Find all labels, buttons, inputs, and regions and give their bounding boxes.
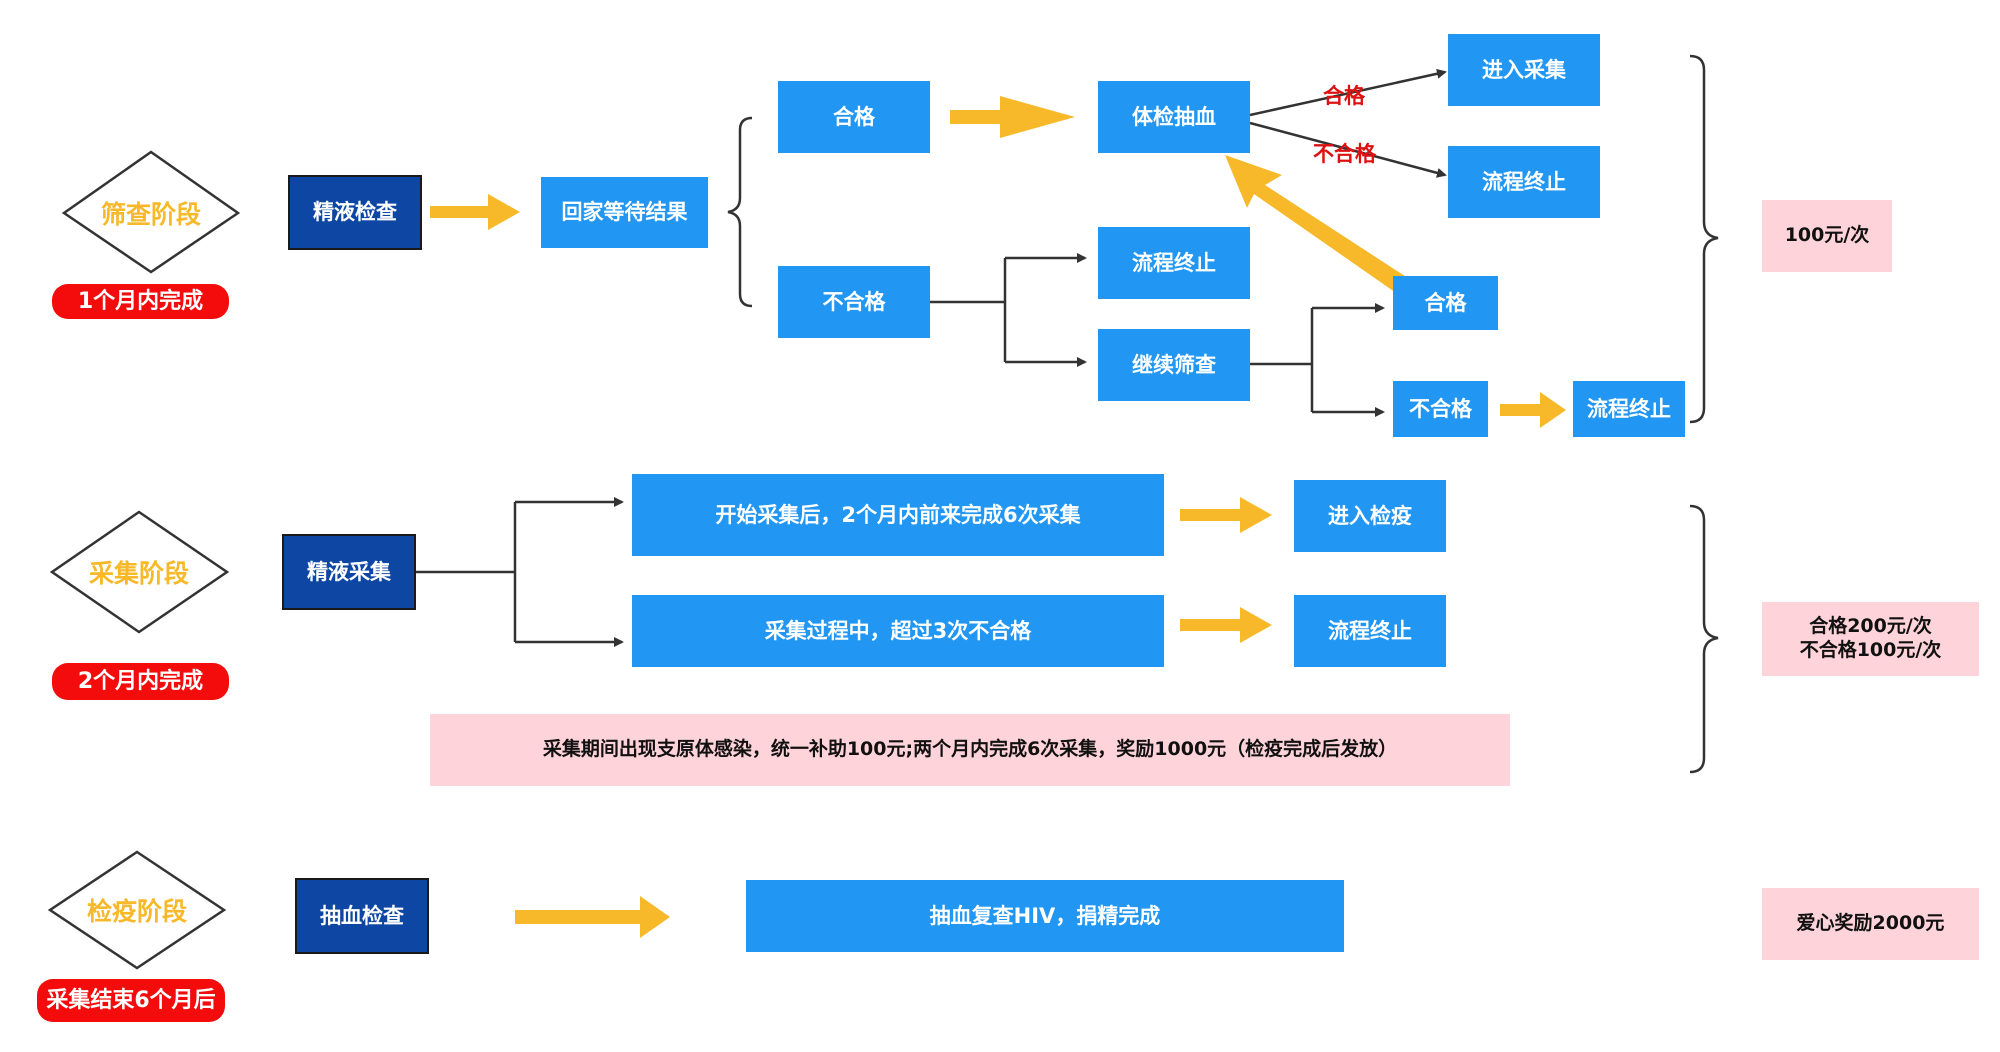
fail-end-box: 流程终止 <box>1098 227 1250 299</box>
yellow-arrow-recheck-fail-end <box>1500 392 1566 428</box>
collection-entry-box: 精液采集 <box>282 534 416 610</box>
collection-end-box: 流程终止 <box>1294 595 1446 667</box>
collection-reward-fail: 不合格100元/次 <box>1799 639 1942 661</box>
stage-name-collection: 采集阶段 <box>88 559 189 588</box>
stage-diamond-quarantine <box>47 850 227 970</box>
physical-exam-box: 体检抽血 <box>1098 81 1250 153</box>
collection-branch-2-box: 采集过程中，超过3次不合格 <box>632 595 1164 667</box>
connector-continue-branch <box>1250 303 1385 417</box>
stage-name-screening: 筛查阶段 <box>100 200 201 229</box>
yellow-arrow-screening-entry <box>430 194 520 230</box>
stage-diamond-collection <box>49 510 230 634</box>
recheck-fail-box: 不合格 <box>1393 381 1488 437</box>
brace-wait-result <box>727 116 753 308</box>
collection-reward-box: 合格200元/次 不合格100元/次 <box>1762 602 1979 676</box>
collection-reward-pass: 合格200元/次 <box>1809 615 1932 638</box>
screening-pass-box: 合格 <box>778 81 930 153</box>
stage-diamond-screening <box>61 150 241 274</box>
collection-branch-1-box: 开始采集后，2个月内前来完成6次采集 <box>632 474 1164 556</box>
stage-name-quarantine: 检疫阶段 <box>86 897 187 926</box>
connector-physical-branch <box>1249 68 1447 178</box>
wait-result-box: 回家等待结果 <box>541 177 708 248</box>
stage-time-collection: 2个月内完成 <box>52 663 229 700</box>
screening-reward-box: 100元/次 <box>1762 200 1892 272</box>
quarantine-entry-box: 抽血检查 <box>295 878 429 954</box>
yellow-arrow-pass-physical <box>950 96 1075 138</box>
yellow-arrow-recheck-pass-physical <box>1225 155 1414 297</box>
connector-collection-branch <box>416 497 624 647</box>
quarantine-reward-box: 爱心奖励2000元 <box>1762 888 1979 960</box>
screening-entry-box: 精液检查 <box>288 175 422 250</box>
brace-screening-reward <box>1689 54 1719 424</box>
screening-fail-box: 不合格 <box>778 266 930 338</box>
connector-fail-branch <box>930 253 1087 367</box>
physical-fail-label: 不合格 <box>1313 142 1376 166</box>
brace-collection-reward <box>1689 504 1719 774</box>
physical-pass-label: 合格 <box>1323 84 1365 108</box>
recheck-pass-box: 合格 <box>1393 276 1498 330</box>
yellow-arrow-quarantine <box>515 896 670 938</box>
continue-screening-box: 继续筛查 <box>1098 329 1250 401</box>
recheck-end-box: 流程终止 <box>1573 381 1685 437</box>
enter-collection-box: 进入采集 <box>1448 34 1600 106</box>
yellow-arrow-collection-2 <box>1180 607 1272 643</box>
quarantine-result-box: 抽血复查HIV，捐精完成 <box>746 880 1344 952</box>
stage-time-screening: 1个月内完成 <box>52 284 229 319</box>
physical-end-box: 流程终止 <box>1448 146 1600 218</box>
yellow-arrow-collection-1 <box>1180 497 1272 533</box>
enter-quarantine-box: 进入检疫 <box>1294 480 1446 552</box>
collection-note-box: 采集期间出现支原体感染，统一补助100元;两个月内完成6次采集，奖励1000元（… <box>430 714 1510 786</box>
stage-time-quarantine: 采集结束6个月后 <box>37 979 225 1022</box>
